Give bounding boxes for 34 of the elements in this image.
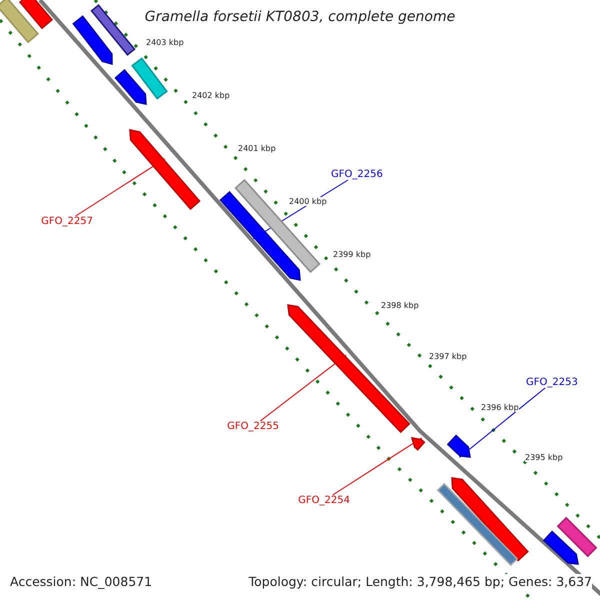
gene-bar (0, 0, 39, 44)
gene-arrow-bar (451, 477, 529, 562)
footer-note: Topology: circular; Length: 3,798,465 bp; Genes: 3,637 (248, 574, 592, 589)
leader-line (459, 388, 546, 458)
gene-label: GFO_2254 (298, 495, 350, 506)
tick-label: 2398 kbp (381, 301, 419, 310)
footer-note: Accession: NC_008571 (10, 574, 152, 589)
gene-bar (18, 0, 54, 30)
tick-label: 2400 kbp (289, 197, 327, 206)
tick-label: 2401 kbp (238, 144, 276, 153)
gene-bar (556, 516, 598, 558)
gene-arrow-bar (542, 530, 579, 565)
leader-line (75, 158, 166, 216)
gene-label: GFO_2256 (331, 169, 383, 180)
tick-label: 2397 kbp (429, 352, 467, 361)
gene-label: GFO_2253 (526, 377, 578, 388)
leader-line (260, 354, 347, 422)
gene-arrow-bar (114, 69, 147, 105)
gene-bar (90, 4, 136, 56)
tick-label: 2396 kbp (481, 403, 519, 412)
gene-arrow-bar (446, 434, 471, 458)
gene-bar (436, 482, 518, 566)
gene-bar (131, 57, 168, 100)
gene-arrow-bar (410, 437, 426, 451)
tick-label: 2402 kbp (192, 91, 230, 100)
gene-arrow-bar (72, 15, 113, 65)
tick-label: 2399 kbp (333, 250, 371, 259)
gene-arrow-bar (129, 129, 201, 210)
tick-label: 2403 kbp (146, 38, 184, 47)
title: Gramella forsetii KT0803, complete genome (144, 9, 456, 25)
tick-label: 2395 kbp (525, 453, 563, 462)
leader-line (332, 437, 422, 496)
gene-label: GFO_2257 (41, 216, 93, 227)
gene-label: GFO_2255 (227, 421, 279, 432)
